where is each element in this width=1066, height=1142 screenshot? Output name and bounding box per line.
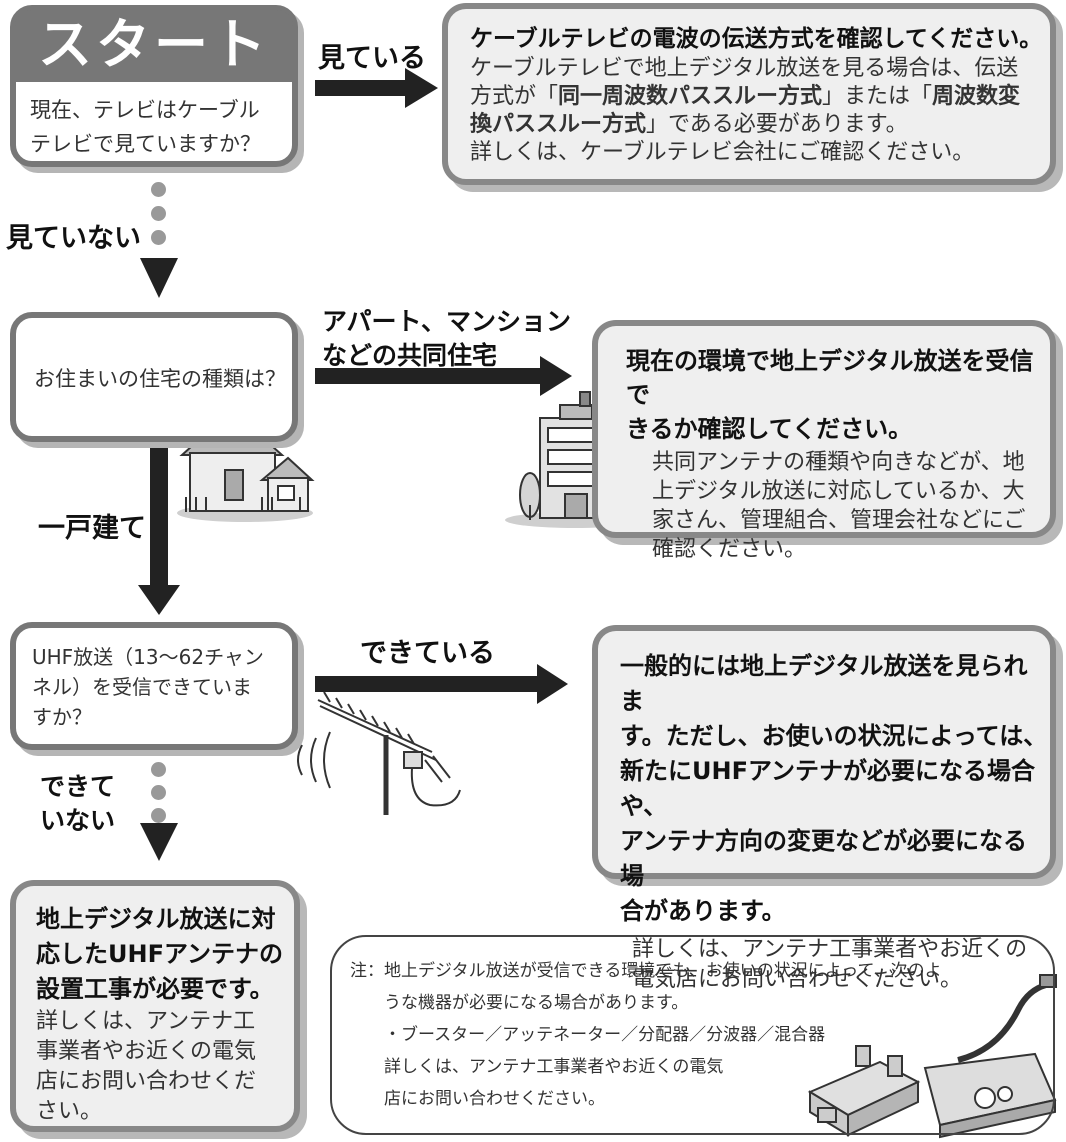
passthrough-same-frequency: 同一周波数パススルー方式 bbox=[558, 84, 823, 109]
note-line: 注：地上デジタル放送が受信できる環境でも、お使いの状況によって、次のよ bbox=[350, 961, 942, 981]
start-question-line: 現在、テレビはケーブル bbox=[30, 98, 260, 122]
uhf-box-title-line: 一般的には地上デジタル放送を見られま bbox=[620, 652, 1028, 715]
uhf-box-title-line: 合があります。 bbox=[620, 897, 786, 925]
uhf-box-title-line: す。ただし、お使いの状況によっては、 bbox=[620, 722, 1048, 750]
uhf-box-title-line: 新たにUHFアンテナが必要になる場合や、 bbox=[620, 757, 1036, 820]
passthrough-conversion-end: 換パススルー方式 bbox=[470, 112, 647, 137]
cable-transmission-box: ケーブルテレビの電波の伝送方式を確認してください。 ケーブルテレビで地上デジタル… bbox=[442, 3, 1056, 185]
install-box-title-line: 設置工事が必要です。 bbox=[36, 975, 274, 1003]
uhf-antenna-illustration bbox=[297, 691, 461, 815]
apartment-check-box: 現在の環境で地上デジタル放送を受信で きるか確認してください。 共同アンテナの種… bbox=[592, 320, 1056, 562]
housing-question-box: お住まいの住宅の種類は？ bbox=[10, 312, 298, 442]
install-box-title-line: 応したUHFアンテナの bbox=[36, 940, 284, 968]
label-watching: 見ている bbox=[318, 43, 426, 74]
label-not-receiving-line: いない bbox=[40, 806, 116, 835]
uhf-box-title-line: アンテナ方向の変更などが必要になる場 bbox=[620, 827, 1028, 890]
apartment-box-line: 共同アンテナの種類や向きなどが、地 bbox=[652, 450, 1025, 475]
note-box: 注：地上デジタル放送が受信できる環境でも、お使いの状況によって、次のよ うな機器… bbox=[330, 935, 1055, 1135]
uhf-question-line: UHF放送（13〜62チャン bbox=[32, 645, 264, 669]
text-span: 」である必要があります。 bbox=[646, 112, 908, 137]
uhf-available-box: 一般的には地上デジタル放送を見られま す。ただし、お使いの状況によっては、 新た… bbox=[592, 625, 1056, 992]
cable-box-title: ケーブルテレビの電波の伝送方式を確認してください。 bbox=[470, 26, 1043, 52]
uhf-box-line: 電気店にお問い合わせください。 bbox=[632, 967, 963, 992]
label-receiving: できている bbox=[360, 638, 495, 669]
install-box-line: 詳しくは、アンテナ工 bbox=[36, 1009, 256, 1034]
note-line: 詳しくは、アンテナ工事業者やお近くの電気 bbox=[384, 1057, 724, 1077]
antenna-install-box: 地上デジタル放送に対 応したUHFアンテナの 設置工事が必要です。 詳しくは、ア… bbox=[10, 880, 300, 1132]
uhf-box-line: 詳しくは、アンテナ工事業者やお近くの bbox=[632, 937, 1028, 962]
housing-question: お住まいの住宅の種類は？ bbox=[34, 367, 286, 391]
label-not-watching: 見ていない bbox=[6, 223, 141, 254]
install-box-line: 事業者やお近くの電気 bbox=[36, 1039, 257, 1064]
uhf-question-box: UHF放送（13〜62チャン ネル）を受信できていま すか？ bbox=[10, 622, 298, 750]
install-box-title-line: 地上デジタル放送に対 bbox=[36, 905, 276, 933]
splitter-illustration bbox=[807, 1045, 921, 1137]
text-span: 方式が「 bbox=[470, 84, 559, 109]
label-apartment-line: などの共同住宅 bbox=[322, 341, 498, 370]
passthrough-conversion-start: 周波数変 bbox=[932, 84, 1021, 109]
flow-dot bbox=[151, 785, 166, 800]
uhf-question-line: ネル）を受信できていま bbox=[32, 675, 252, 699]
cable-box-line: 方式が「同一周波数パススルー方式」または「周波数変 bbox=[470, 83, 1050, 111]
flow-dot bbox=[151, 230, 166, 245]
flow-dot bbox=[151, 206, 166, 221]
flow-dot bbox=[151, 762, 166, 777]
start-title: スタート bbox=[38, 13, 270, 76]
start-title-bar bbox=[15, 10, 293, 82]
note-line: ・ブースター／アッテネーター／分配器／分波器／混合器 bbox=[384, 1025, 826, 1045]
text-span: 」または「 bbox=[822, 84, 933, 109]
apartment-box-line: 家さん、管理組合、管理会社などにご bbox=[652, 508, 1026, 533]
flow-dot bbox=[151, 182, 166, 197]
label-not-receiving: できて いない bbox=[40, 770, 115, 838]
apartment-box-title-line: 現在の環境で地上デジタル放送を受信で bbox=[626, 347, 1034, 409]
start-box: スタート 現在、テレビはケーブル テレビで見ていますか？ bbox=[10, 5, 298, 167]
start-question-line: テレビで見ていますか？ bbox=[30, 132, 261, 156]
uhf-question-line: すか？ bbox=[32, 705, 92, 729]
flow-dot bbox=[151, 808, 166, 823]
note-line: 店にお問い合わせください。 bbox=[384, 1089, 605, 1109]
label-detached: 一戸建て bbox=[38, 513, 146, 544]
label-not-receiving-line: できて bbox=[40, 772, 116, 801]
cable-box-line: ケーブルテレビで地上デジタル放送を見る場合は、伝送 bbox=[470, 56, 1019, 81]
apartment-box-title-line: きるか確認してください。 bbox=[626, 415, 913, 443]
label-apartment: アパート、マンション などの共同住宅 bbox=[322, 305, 571, 373]
install-box-line: さい。 bbox=[36, 1099, 103, 1124]
cable-box-line: 詳しくは、ケーブルテレビ会社にご確認ください。 bbox=[470, 140, 975, 165]
cable-box-line: 換パススルー方式」である必要があります。 bbox=[470, 111, 1050, 139]
install-box-line: 店にお問い合わせくだ bbox=[36, 1069, 257, 1094]
label-apartment-line: アパート、マンション bbox=[322, 307, 572, 336]
apartment-box-line: 上デジタル放送に対応しているか、大 bbox=[652, 479, 1025, 504]
note-line: うな機器が必要になる場合があります。 bbox=[384, 993, 689, 1013]
apartment-box-line: 確認ください。 bbox=[652, 537, 807, 562]
